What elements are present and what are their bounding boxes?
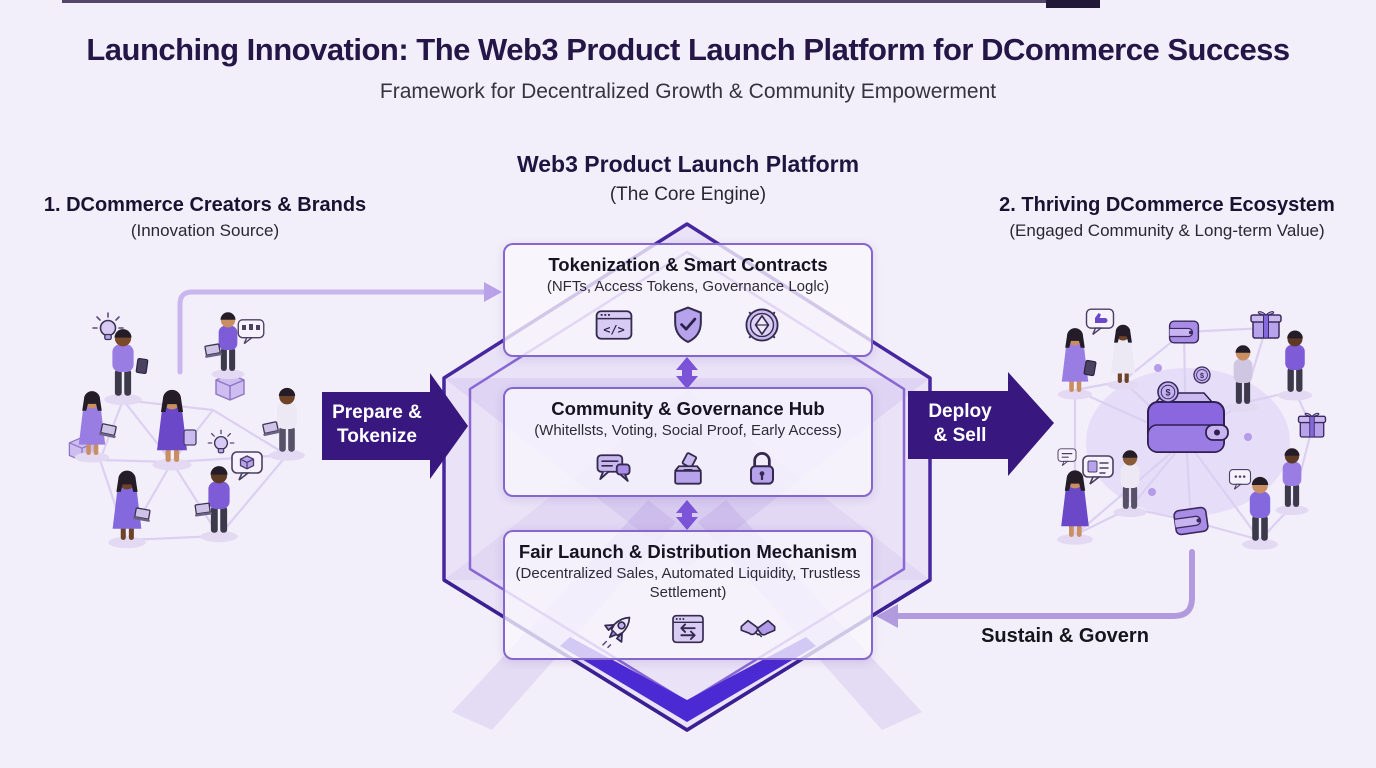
person-member	[1277, 330, 1313, 401]
creators-group-label: 1. DCommerce Creators & Brands (Innovati…	[0, 194, 410, 241]
tokenization-layer-title: Tokenization & Smart Contracts	[548, 254, 828, 275]
layer-link-arrow	[676, 500, 698, 530]
top-edge-block	[1046, 0, 1100, 8]
community-layer-subtitle: (Whitellsts, Voting, Social Proof, Early…	[534, 422, 842, 439]
network-lines	[1073, 326, 1314, 542]
creators-group-title: 1. DCommerce Creators & Brands	[43, 194, 367, 216]
cube-bubble-icon	[231, 451, 263, 481]
eth-token-icon	[745, 308, 779, 342]
layer-link-arrow	[676, 357, 698, 389]
sustain-connector-arrow	[876, 549, 1195, 628]
top-edge-line	[62, 0, 1100, 3]
prepare-tokenize-label: Prepare & Tokenize	[332, 402, 422, 447]
creators-group-subtitle: (Innovation Source)	[130, 221, 280, 240]
tablet-icon	[135, 357, 149, 375]
deploy-sell-label: Deploy & Sell	[928, 401, 992, 446]
tokenization-layer-subtitle: (NFTs, Access Tokens, Governance Loglc)	[546, 278, 830, 295]
handshake-icon	[740, 619, 776, 637]
chat-bubble-icon	[1228, 469, 1252, 490]
padlock-icon	[749, 451, 775, 485]
rocket-icon	[602, 616, 631, 648]
ecosystem-group-title: 2. Thriving DCommerce Ecosystem	[999, 194, 1335, 216]
coin-icon	[1193, 366, 1211, 384]
fair-launch-layer-title: Fair Launch & Distribution Mechanism	[518, 541, 858, 562]
gift-icon	[1250, 310, 1282, 339]
core-subtitle: (The Core Engine)	[609, 184, 767, 205]
bag-icon	[183, 429, 197, 446]
tokenization-layer-icons: </>	[505, 303, 871, 347]
page-title: Launching Innovation: The Web3 Product L…	[86, 32, 1290, 67]
fair-launch-layer-icons	[505, 609, 871, 649]
ecosystem-group-label: 2. Thriving DCommerce Ecosystem (Engaged…	[958, 194, 1376, 241]
ecosystem-network-illustration	[1057, 308, 1327, 550]
creators-network-illustration	[68, 312, 305, 549]
node-dot	[1154, 364, 1162, 372]
core-title: Web3 Product Launch Platform	[516, 151, 860, 177]
chat-bubbles-icon	[596, 454, 631, 482]
tokenization-layer: Tokenization & Smart Contracts (NFTs, Ac…	[503, 243, 873, 357]
node-dot	[1148, 488, 1156, 496]
svg-text:</>: </>	[603, 322, 625, 336]
node-dot	[1244, 433, 1252, 441]
fair-launch-layer: Fair Launch & Distribution Mechanism (De…	[503, 530, 873, 660]
ecosystem-group-subtitle: (Engaged Community & Long-term Value)	[1009, 221, 1325, 240]
sustain-govern-label: Sustain & Govern	[981, 625, 1149, 647]
prepare-connector-arrow	[177, 282, 502, 375]
coin-icon	[1157, 381, 1179, 403]
gift-icon	[1297, 412, 1327, 438]
prepare-tokenize-arrow	[322, 373, 468, 479]
swap-window-icon	[672, 614, 704, 643]
lightbulb-icon	[207, 429, 235, 454]
thumbs-up-bubble-icon	[1085, 308, 1115, 336]
idea-bubble-icon	[237, 319, 265, 345]
fair-launch-layer-subtitle: (Decentralized Sales, Automated Liquidit…	[515, 565, 861, 601]
laptop-icon	[192, 502, 213, 518]
wallet-icon	[1168, 320, 1200, 344]
laptop-icon	[202, 342, 223, 359]
wallet-icon	[1172, 506, 1210, 536]
community-layer-icons	[505, 447, 871, 491]
big-wallet-icon	[1147, 392, 1229, 453]
ballot-box-icon	[674, 451, 702, 485]
page-subtitle: Framework for Decentralized Growth & Com…	[379, 80, 997, 103]
chat-bubble-icon	[1057, 448, 1077, 467]
card-bubble-icon	[1082, 455, 1114, 485]
deploy-sell-arrow	[908, 372, 1054, 476]
person-creator	[104, 329, 142, 406]
laptop-icon	[260, 420, 281, 437]
code-window-icon: </>	[595, 310, 633, 340]
community-layer-title: Community & Governance Hub	[551, 398, 825, 419]
shield-check-icon	[674, 306, 702, 343]
community-layer: Community & Governance Hub (Whitellsts, …	[503, 387, 873, 497]
tablet-icon	[1083, 359, 1097, 377]
